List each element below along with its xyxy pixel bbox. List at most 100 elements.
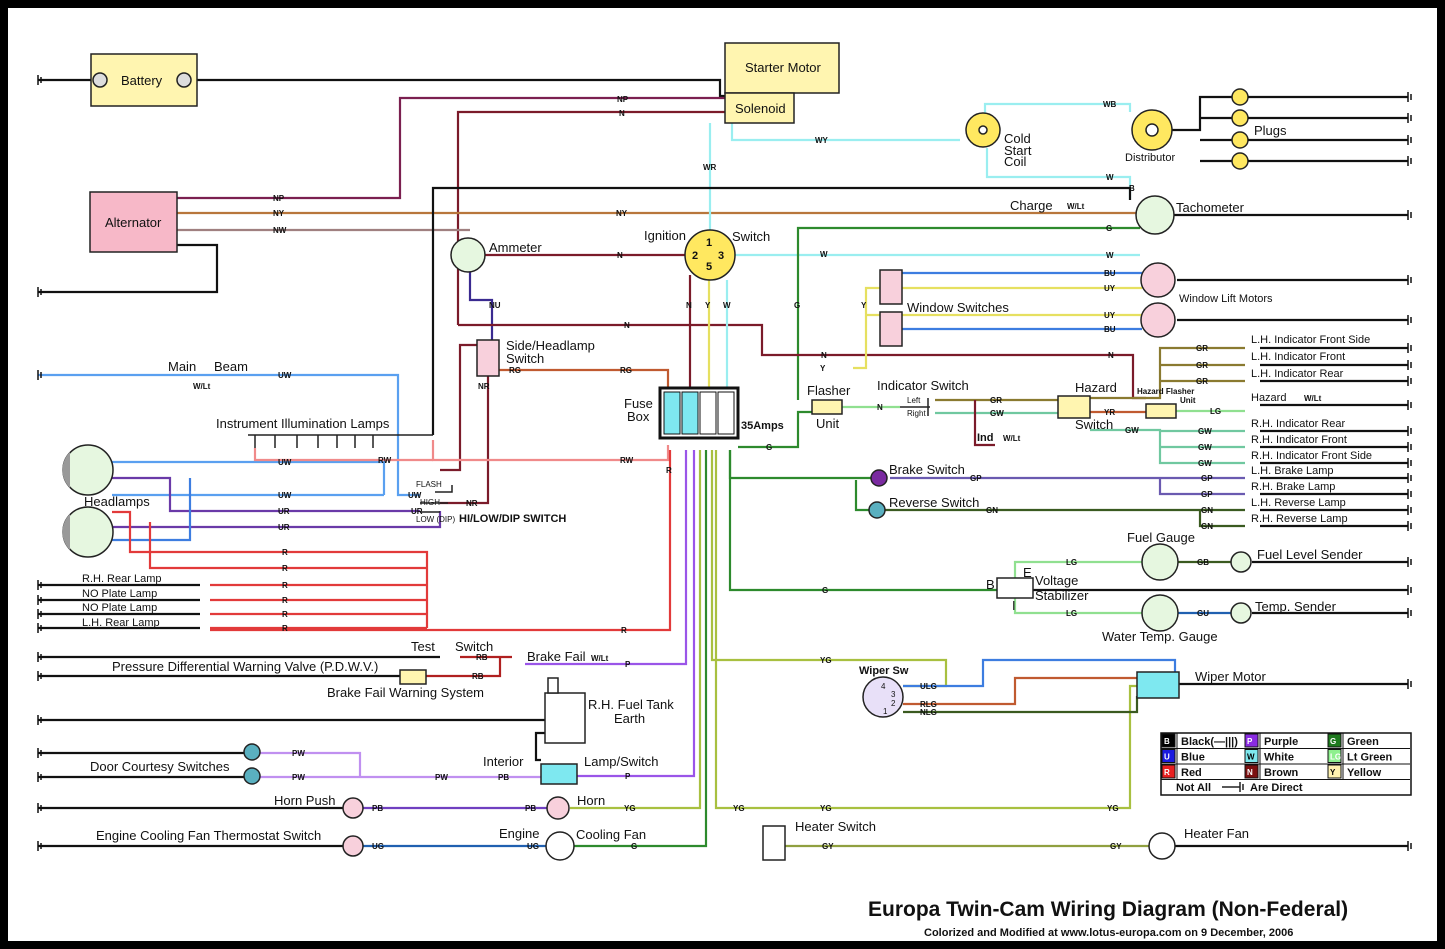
headlamps-label: Headlamps <box>84 494 150 509</box>
coil-label: Coil <box>1004 154 1027 169</box>
wire-label: W <box>820 250 828 259</box>
ground-icon <box>1407 315 1412 325</box>
hazard-flasher-label: Hazard Flasher <box>1137 387 1194 396</box>
plugs-label: Plugs <box>1254 123 1287 138</box>
fuel-tank-label: R.H. Fuel Tank <box>588 697 674 712</box>
wire-label: UW <box>408 491 422 500</box>
wire-label: GW <box>1198 459 1212 468</box>
legend-name: Yellow <box>1347 767 1382 779</box>
legend-swatch <box>1244 749 1259 763</box>
switch-label: Switch <box>732 229 770 244</box>
wire-label: W <box>1106 251 1114 260</box>
cold-label: Cold <box>1004 131 1031 146</box>
wire-label: RB <box>476 653 488 662</box>
voltage-label: Voltage <box>1035 573 1078 588</box>
gauges: Fuel Gauge Fuel Level Sender B E I Volta… <box>986 530 1363 644</box>
wire-label: NY <box>616 209 628 218</box>
wire-label: NU <box>489 301 501 310</box>
legend-swatch <box>1161 749 1176 763</box>
heater-fan-label: Heater Fan <box>1184 826 1249 841</box>
lamp-switch-label: Lamp/Switch <box>584 754 658 769</box>
legend-grid-line <box>1161 733 1244 749</box>
main-label: Main <box>168 359 196 374</box>
wire-label: BU <box>1104 325 1116 334</box>
wire-label: RLG <box>920 700 937 709</box>
horn-fan: Horn Push Horn Engine Cooling Fan Thermo… <box>96 793 1249 861</box>
wire-label: R <box>282 581 288 590</box>
ground-icon <box>1407 400 1412 410</box>
wire-label: P <box>625 660 631 669</box>
wire-label: GY <box>1110 842 1122 851</box>
wire-label: G <box>794 301 800 310</box>
lamp-label: NO Plate Lamp <box>82 602 157 614</box>
side-headlamp-switch: Side/Headlamp Switch <box>476 338 595 377</box>
legend-footer-right: Are Direct <box>1250 782 1303 794</box>
wire-label: R <box>666 466 672 475</box>
wire-label: R <box>282 564 288 573</box>
ground-icon <box>1407 92 1412 102</box>
wire-label: GY <box>822 842 834 851</box>
wire-label: GN <box>1201 522 1213 531</box>
ground-icon <box>37 772 42 782</box>
wire-label: PW <box>292 773 305 782</box>
wire-label: RG <box>620 366 632 375</box>
legend-swatch <box>1327 733 1342 748</box>
wire-label: PB <box>498 773 509 782</box>
legend-code: G <box>1330 737 1336 746</box>
wire-label: UW <box>278 458 292 467</box>
flasher-label: Flasher <box>807 383 851 398</box>
ground-icon <box>37 370 42 380</box>
wire-label: GR <box>990 396 1002 405</box>
legend-name: Red <box>1181 767 1202 779</box>
cold-start-coil: Cold Start Coil <box>965 112 1032 169</box>
wire-label: GW <box>1198 443 1212 452</box>
wire-label: UW <box>278 371 292 380</box>
earth-label: Earth <box>614 711 645 726</box>
wire-label: GR <box>1196 377 1208 386</box>
ground-icon <box>37 580 42 590</box>
ground-icon <box>37 748 42 758</box>
ground-icon <box>1407 135 1412 145</box>
starter-motor: Starter Motor Solenoid <box>724 42 840 124</box>
ground-icon <box>37 623 42 633</box>
wire-label: R <box>282 610 288 619</box>
brake-fail-system-label: Brake Fail Warning System <box>327 685 484 700</box>
fuel-gauge-label: Fuel Gauge <box>1127 530 1195 545</box>
wire-label: LG <box>1066 558 1077 567</box>
ground-icon <box>1407 458 1412 468</box>
hazard-wlt-label: W/Lt <box>1304 394 1322 403</box>
wire-label: R <box>282 624 288 633</box>
right-label: Right <box>907 409 926 418</box>
wire-label: GN <box>986 506 998 515</box>
fuse-box: Fuse Box 35Amps <box>624 386 784 440</box>
flash-label: FLASH <box>416 480 442 489</box>
ground-icon <box>1407 473 1412 483</box>
wire-label: P <box>625 772 631 781</box>
flasher-unit: Flasher Unit <box>807 383 851 431</box>
left-label: Left <box>907 396 921 405</box>
window-switches-label: Window Switches <box>907 300 1009 315</box>
wire-label: N <box>1108 351 1114 360</box>
horn-label: Horn <box>577 793 605 808</box>
wire-label: N <box>877 403 883 412</box>
charge-label: Charge <box>1010 198 1053 213</box>
wire-label: GW <box>1125 426 1139 435</box>
lamp-label: R.H. Reverse Lamp <box>1251 513 1348 525</box>
indicator-switch: Indicator Switch Left Right Ind W/Lt <box>877 378 1021 444</box>
wire-label: YG <box>820 804 832 813</box>
start-label: Start <box>1004 143 1032 158</box>
wire-label: UR <box>411 507 423 516</box>
reverse-switch-label: Reverse Switch <box>889 495 979 510</box>
wiper-motor-label: Wiper Motor <box>1195 669 1266 684</box>
lamp-label: L.H. Indicator Rear <box>1251 368 1344 380</box>
diagram-subtitle: Colorized and Modified at www.lotus-euro… <box>924 927 1293 939</box>
lamp-label: L.H. Indicator Front Side <box>1251 334 1370 346</box>
engine-label: Engine <box>499 826 539 841</box>
wire-label: R <box>282 596 288 605</box>
brake-fail: Test Switch Brake Fail W/Lt Pressure Dif… <box>112 639 609 700</box>
wire-label: RW <box>378 456 392 465</box>
legend-swatch <box>1244 733 1259 748</box>
wire-label: W <box>1106 173 1114 182</box>
ground-icon <box>1407 156 1412 166</box>
legend-code: P <box>1247 737 1253 746</box>
